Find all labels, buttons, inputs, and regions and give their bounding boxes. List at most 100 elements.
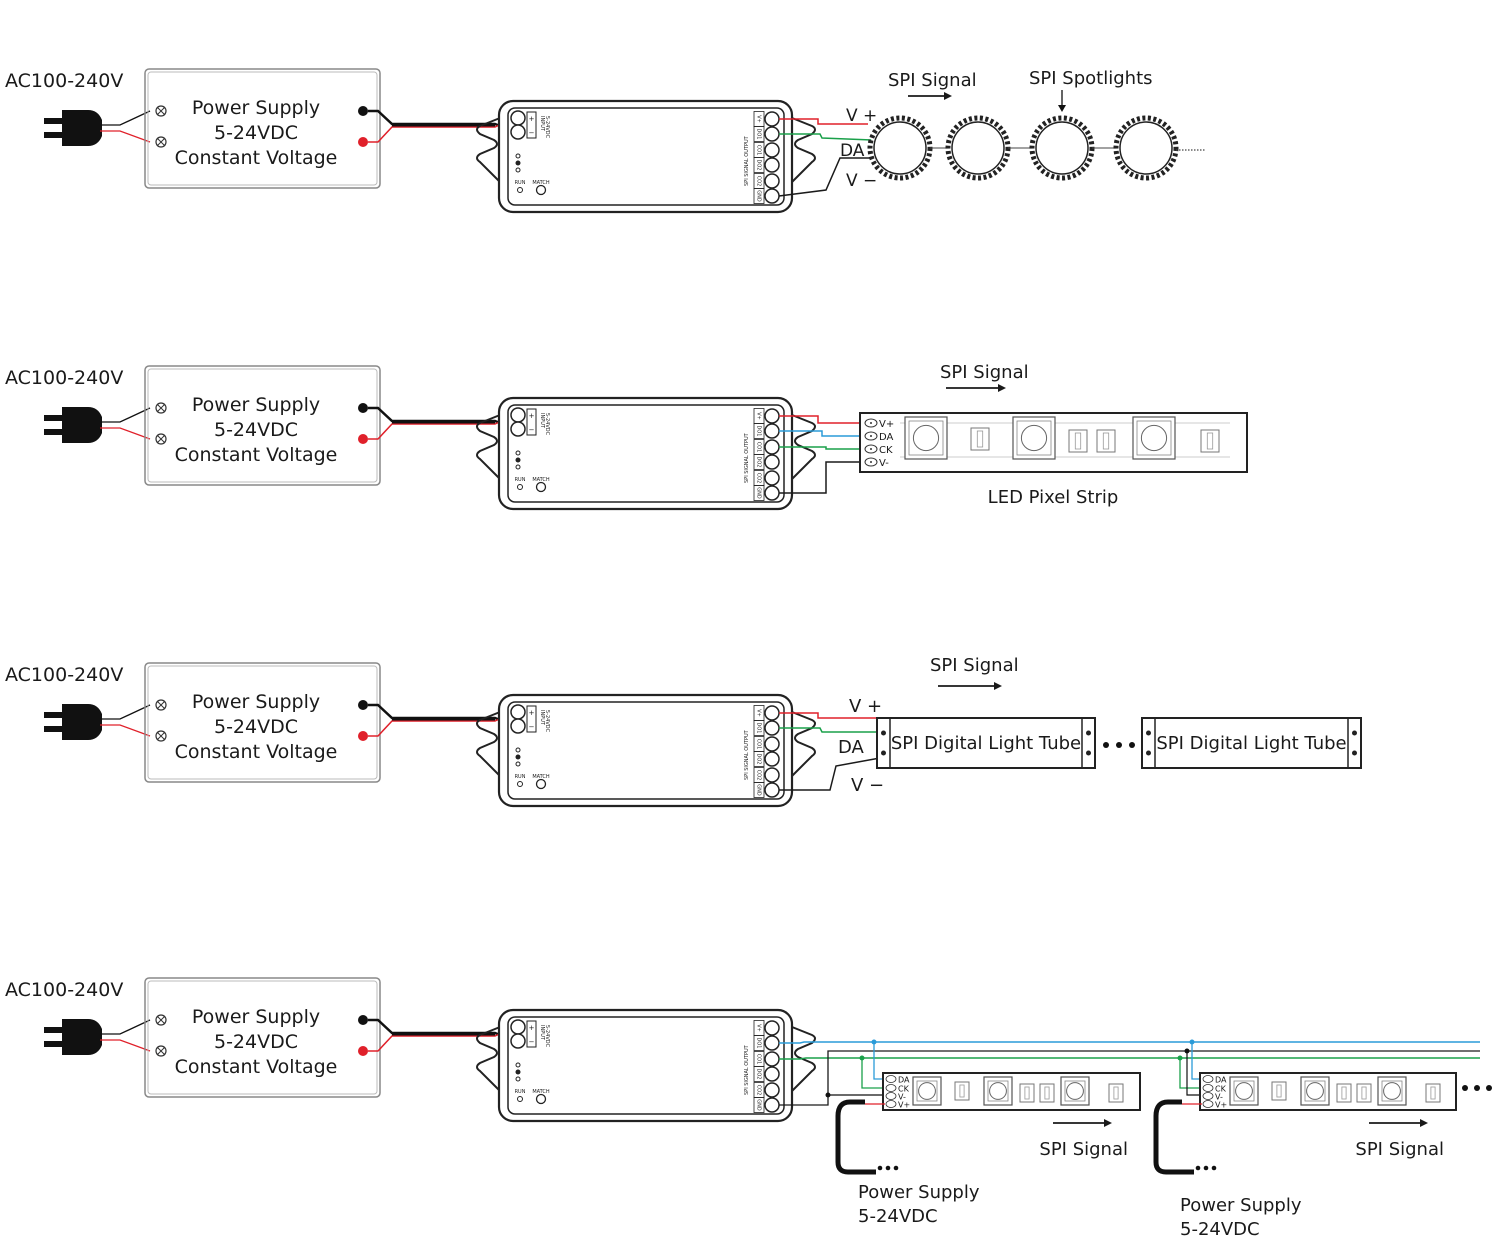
led-chip [1060,1076,1090,1106]
output-terminal [764,1097,780,1113]
input-polarity-box [526,111,537,139]
v-plus-wire [779,415,862,424]
terminal-label: CO1 [756,739,762,750]
input-voltage-label: 5-24VDC [544,413,550,436]
output-title: SPI SIGNAL OUTPUT [744,135,750,186]
dc-positive-terminal [358,1046,368,1056]
terminal-label-box [753,126,765,142]
power-supply-voltage: 5-24VDC [214,419,298,441]
run-led [517,187,523,193]
injection-supply-voltage: 5-24VDC [1180,1219,1260,1240]
spotlight-lens [1119,121,1173,175]
ac-input-label: AC100-240V [5,664,123,686]
continuation-dot [893,1165,899,1171]
terminal-label: CO2 [756,176,762,187]
indicator-dot [515,1076,521,1082]
terminal-label: CO1 [756,145,762,156]
terminal-label: DO2 [756,457,762,468]
input-terminal [510,718,526,734]
pin-label: CK [879,445,893,456]
da-wire [779,727,880,733]
terminal-screw [156,1015,166,1025]
pin-pad [1202,1100,1214,1108]
controller-panel [507,1016,785,1115]
strip-label: LED Pixel Strip [988,487,1119,508]
plug-body [62,1019,102,1055]
output-terminal [764,736,780,752]
match-button[interactable] [535,1093,547,1105]
continuation-dot [1103,742,1109,748]
controller-panel [507,107,785,206]
resistor-icon [1271,1081,1287,1101]
terminal-label-box [753,1035,765,1051]
da-label: DA [838,737,865,758]
left-mounting-ear [476,414,501,480]
pin-label: V- [898,1093,906,1102]
dc-negative-terminal [358,1015,368,1025]
ac-input-label: AC100-240V [5,70,123,92]
terminal-label: GND [756,784,762,796]
output-terminal [764,1051,780,1067]
controller-panel [507,701,785,800]
input-voltage-label: 5-24VDC [544,710,550,733]
match-button[interactable] [535,184,547,196]
pin-dot [870,422,872,424]
output-terminal [764,454,780,470]
match-button[interactable] [535,778,547,790]
ac-live-wire [100,407,151,423]
tube-pin [1146,730,1151,736]
resistor-icon [1336,1083,1352,1103]
spi-digital-light-tube-1: SPI Digital Light Tube [876,717,1096,769]
pin-pad [885,1075,897,1083]
output-terminal [764,782,780,798]
tube-pin [1086,730,1091,736]
terminal-label: DO2 [756,1069,762,1080]
resistor-body [1361,1086,1367,1100]
power-supply-inner [147,368,378,483]
output-terminal [764,142,780,158]
terminal-label: V+ [756,115,762,123]
match-label: MATCH [532,180,550,186]
output-terminal [764,767,780,783]
input-voltage-label: 5-24VDC [544,116,550,139]
output-terminal [764,408,780,424]
tube-pin [881,730,886,736]
plug-icon [44,407,102,443]
tube-label: SPI Digital Light Tube [1156,733,1346,754]
indicator-dot [515,1062,521,1068]
spotlight-lens [951,121,1005,175]
run-label: RUN [515,477,526,483]
pin-dot [870,448,872,450]
power-supply-box [144,68,381,189]
resistor-body [1113,1086,1119,1100]
power-supply-inner [147,980,378,1095]
match-button[interactable] [535,481,547,493]
led-chip [1229,1076,1259,1106]
continuation-dot [877,1165,883,1171]
power-supply-type: Constant Voltage [175,741,338,763]
output-terminal [764,1020,780,1036]
v-minus-label: V − [846,171,877,191]
tube-label: SPI Digital Light Tube [891,733,1081,754]
indicator-led-icon [515,457,521,463]
ck-bus [779,1057,1480,1060]
input-polarity-box [526,1020,537,1048]
dc-positive-terminal [358,137,368,147]
spi-signal-label: SPI Signal [1355,1139,1444,1160]
terminal-label-box [753,188,765,204]
continuation-dot [1486,1085,1492,1091]
continuation-dot [1462,1085,1468,1091]
resistor-icon [954,1081,970,1101]
plug-prong [44,118,64,124]
terminal-label-box [753,1066,765,1082]
input-terminal [510,704,526,720]
power-supply-title: Power Supply [192,394,320,416]
terminal-label: CO1 [756,1054,762,1065]
right-mounting-ear [791,711,816,777]
da-wire [779,133,873,141]
